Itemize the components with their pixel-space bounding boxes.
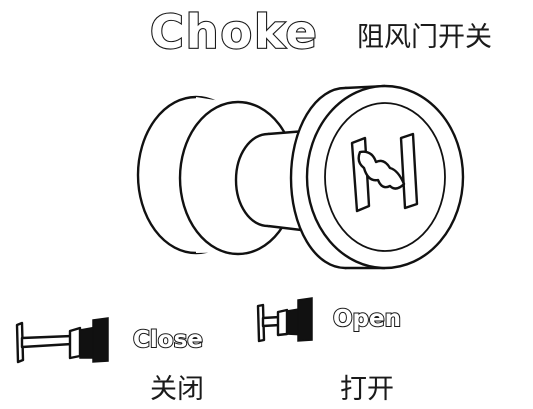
open-label: Open [333,306,401,332]
knob-n-glyph [350,132,419,213]
choke-knob [136,84,465,270]
open-plunger-icon [256,297,313,343]
close-plunger-icon [15,317,109,364]
open-label-chinese: 打开 [340,374,394,405]
close-label: Close [133,327,203,353]
title-choke: Choke [150,5,319,59]
close-label-chinese: 关闭 [150,374,204,405]
title-chinese: 阻风门开关 [357,22,492,53]
